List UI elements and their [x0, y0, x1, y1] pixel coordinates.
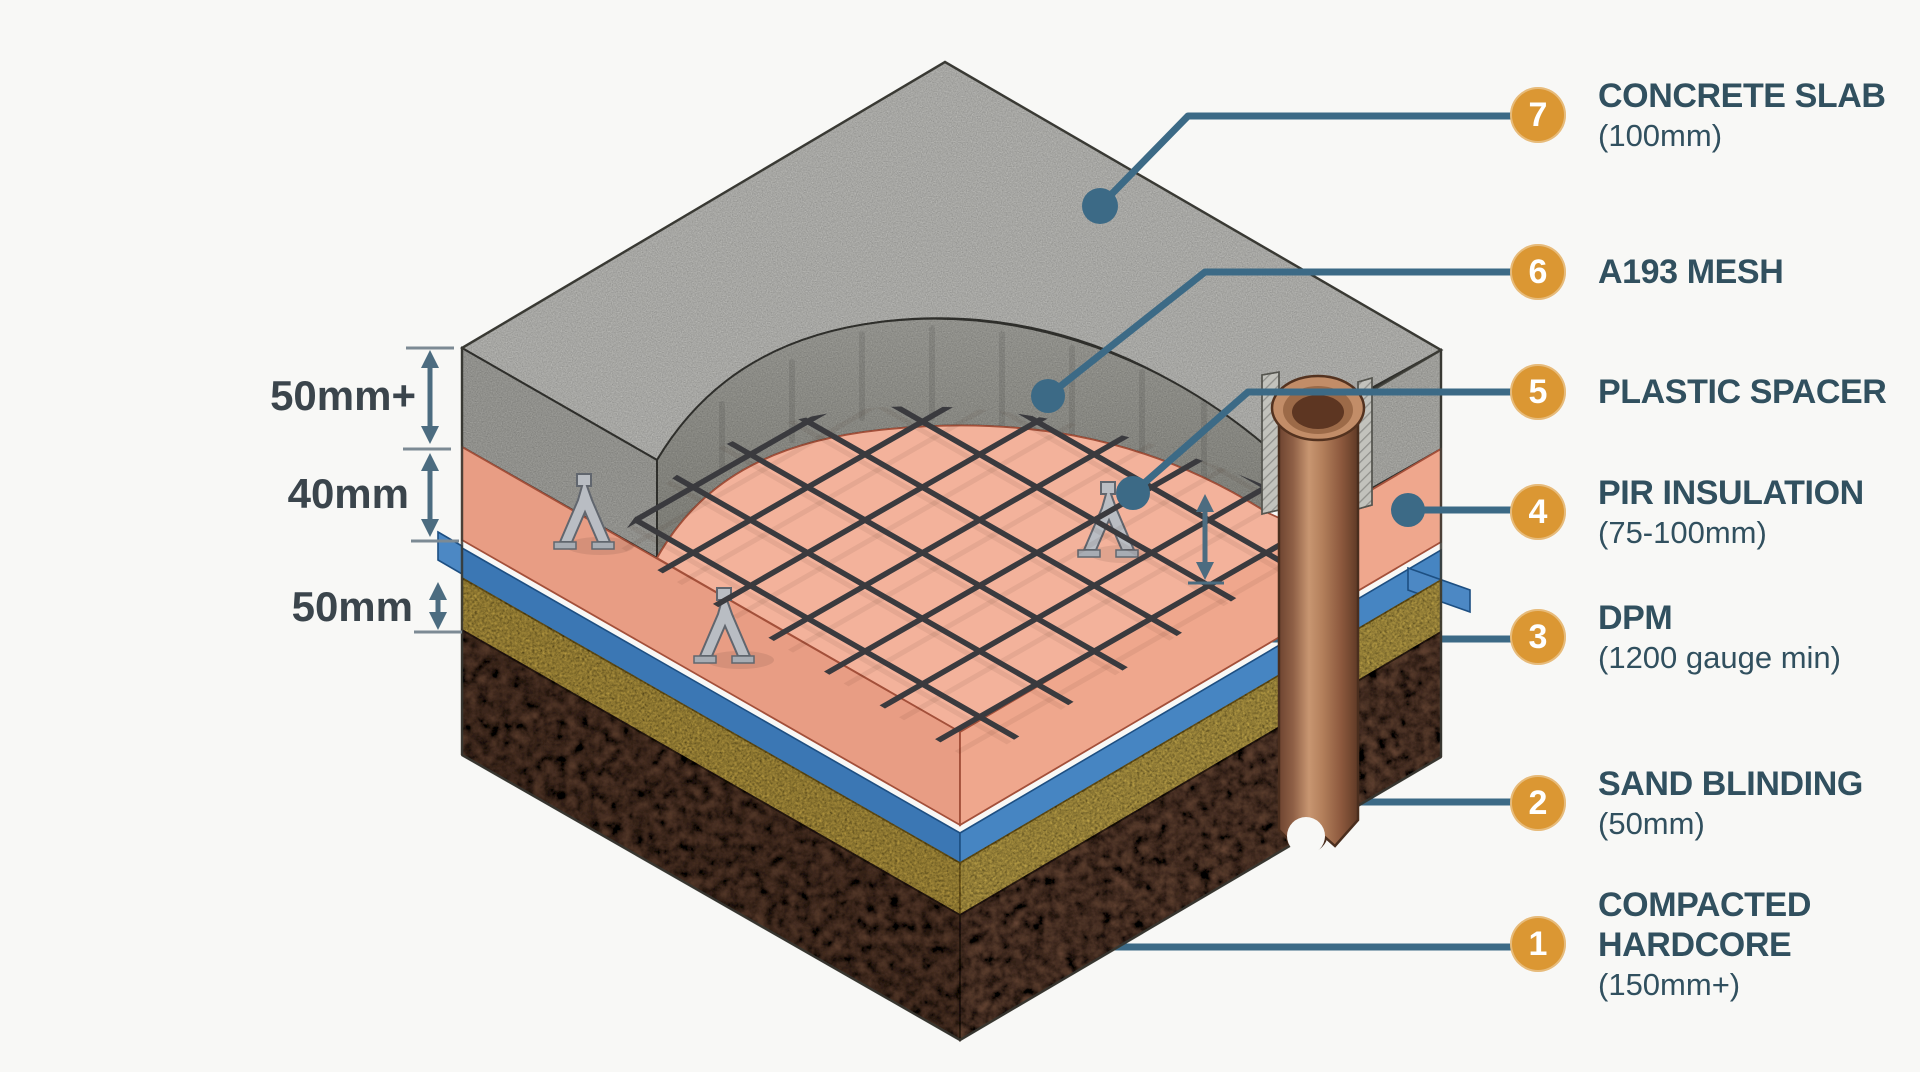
pipe-break-bite [1287, 817, 1325, 855]
legend-title: CONCRETE SLAB [1598, 77, 1886, 115]
legend-subtitle: (50mm) [1598, 806, 1705, 841]
dpm-left-flap [437, 530, 463, 576]
insulation-dot [1391, 493, 1425, 527]
leader-line-6 [1044, 268, 1542, 400]
dim-label-sand: 50mm [292, 583, 413, 630]
legend-badge-6: 6 [1510, 244, 1566, 300]
legend-label-plastic-spacer: PLASTIC SPACER [1598, 372, 1918, 412]
dimension-marks: 50mm+ 40mm 50mm [270, 346, 462, 634]
block-outlines [460, 60, 1444, 1042]
legend-title: A193 MESH [1598, 253, 1784, 291]
legend-subtitle: (150mm+) [1598, 967, 1741, 1002]
service-pipe [1270, 374, 1366, 855]
spacer-dot [1116, 476, 1150, 510]
dim-label-concrete: 50mm+ [270, 372, 416, 419]
legend-subtitle: (1200 gauge min) [1598, 640, 1841, 675]
mesh-height-arrow [1188, 494, 1224, 585]
legend-label-compacted-hardcore: COMPACTED HARDCORE (150mm+) [1598, 885, 1918, 1004]
concrete-dot [1082, 188, 1118, 224]
pipe-bore [1292, 395, 1344, 429]
legend-title: DPM [1598, 599, 1673, 637]
legend-label-concrete-slab: CONCRETE SLAB (100mm) [1598, 76, 1918, 155]
legend-subtitle: (100mm) [1598, 118, 1723, 153]
legend-title: SAND BLINDING [1598, 765, 1863, 803]
legend-badge-7: 7 [1510, 87, 1566, 143]
legend-label-dpm: DPM (1200 gauge min) [1598, 598, 1918, 677]
legend-title: PIR INSULATION [1598, 474, 1864, 512]
legend-badge-3: 3 [1510, 609, 1566, 665]
mesh-dot [1031, 379, 1065, 413]
legend-badge-1: 1 [1510, 916, 1566, 972]
legend-badge-2: 2 [1510, 775, 1566, 831]
leader-line-7 [1096, 112, 1542, 210]
legend-title-line2: HARDCORE [1598, 926, 1792, 964]
leader-line-5 [1129, 388, 1542, 497]
legend-title: COMPACTED [1598, 886, 1811, 924]
legend-badge-4: 4 [1510, 484, 1566, 540]
cut-wall-streaks [719, 325, 1207, 489]
leader-dots-over [1031, 188, 1425, 527]
legend-label-sand-blinding: SAND BLINDING (50mm) [1598, 764, 1918, 843]
legend-label-pir-insulation: PIR INSULATION (75-100mm) [1598, 473, 1918, 552]
dim-label-mesh-cover: 40mm [288, 470, 409, 517]
legend-badge-5: 5 [1510, 364, 1566, 420]
legend-subtitle: (75-100mm) [1598, 515, 1767, 550]
legend-label-a193-mesh: A193 MESH [1598, 252, 1918, 292]
legend-title: PLASTIC SPACER [1598, 373, 1887, 411]
pipe-body [1277, 406, 1360, 854]
